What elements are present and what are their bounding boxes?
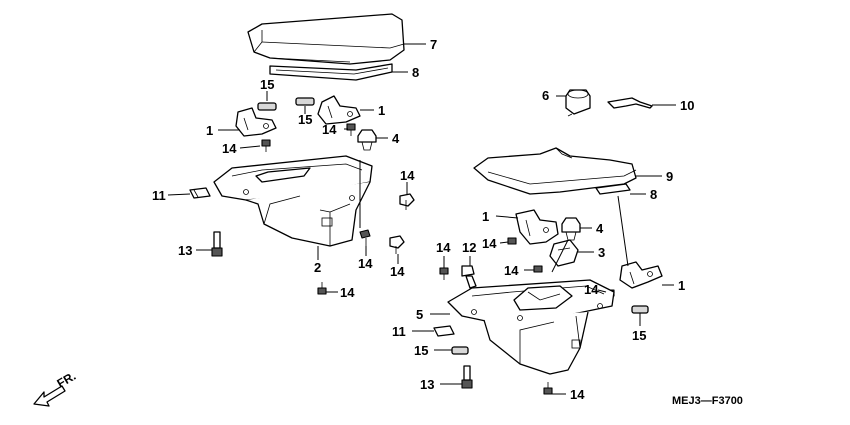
right-screw-14a	[507, 237, 517, 245]
left-leader-lines	[167, 43, 426, 293]
callout-right-15a: 15	[414, 343, 428, 358]
callout-left-14e: 14	[390, 264, 405, 279]
left-screw-14f	[317, 282, 327, 295]
callout-left-4: 4	[392, 131, 400, 146]
callout-right-10: 10	[680, 98, 694, 113]
callout-right-14b: 14	[436, 240, 451, 255]
callout-right-4: 4	[596, 221, 604, 236]
right-nut-part-11	[433, 325, 455, 337]
left-bracket-part-1b	[317, 95, 361, 125]
callout-right-14d: 14	[584, 282, 599, 297]
callout-right-1a: 1	[482, 209, 489, 224]
callout-right-14a: 14	[482, 236, 497, 251]
right-lock-part-6	[565, 89, 591, 117]
right-bolt-part-13	[461, 365, 473, 389]
right-bracket-part-1b	[619, 261, 663, 289]
callout-left-11: 11	[152, 188, 166, 203]
right-bracket-part-1a	[515, 209, 559, 245]
callout-left-8: 8	[412, 65, 419, 80]
left-box-part-2	[213, 155, 373, 247]
left-pin-part-15b	[295, 97, 315, 106]
right-lid-part-9	[473, 147, 637, 195]
right-screw-14c	[533, 265, 543, 273]
callout-left-14d: 14	[358, 256, 373, 271]
callout-right-13: 13	[420, 377, 434, 392]
right-lever-part-10	[607, 97, 653, 109]
left-seal-part-8	[269, 63, 393, 81]
left-pin-part-15a	[257, 102, 277, 111]
callout-left-15b: 15	[298, 112, 312, 127]
callout-left-13: 13	[178, 243, 192, 258]
callout-left-1b: 1	[378, 103, 385, 118]
right-seal-part-8	[595, 183, 631, 195]
left-screw-14a	[261, 139, 271, 152]
callout-right-9: 9	[666, 169, 673, 184]
callout-right-8: 8	[650, 187, 657, 202]
left-callout-labels: 7 8 15 15 1 1 14 14 4 14 11 13 2 14 14 1…	[152, 37, 437, 300]
callout-right-3: 3	[598, 245, 605, 260]
left-clip-part-4	[357, 129, 377, 151]
callout-left-14a: 14	[222, 141, 237, 156]
right-clip-part-4	[561, 217, 581, 241]
right-screw-14e	[543, 382, 553, 395]
callout-right-12: 12	[462, 240, 476, 255]
diagram-code: MEJ3—F3700	[672, 395, 743, 407]
callout-left-1a: 1	[206, 123, 213, 138]
left-screw-14d	[359, 229, 371, 246]
callout-left-7: 7	[430, 37, 437, 52]
left-bracket-part-1a	[235, 107, 277, 137]
callout-left-2: 2	[314, 260, 321, 275]
left-nut-part-11	[189, 187, 211, 199]
left-bolt-part-13	[211, 231, 223, 257]
front-direction-arrow: FR.	[33, 369, 79, 407]
direction-label: FR.	[55, 369, 79, 391]
callout-right-15b: 15	[632, 328, 646, 343]
callout-left-14b: 14	[322, 122, 337, 137]
callout-left-15a: 15	[260, 77, 274, 92]
callout-right-5: 5	[416, 307, 423, 322]
callout-left-14c: 14	[400, 168, 415, 183]
right-box-part-5	[447, 279, 615, 375]
callout-right-6: 6	[542, 88, 549, 103]
right-leader-lines	[412, 95, 676, 395]
right-bolt-part-12	[461, 265, 477, 289]
callout-right-14e: 14	[570, 387, 585, 402]
right-latch-part-3	[549, 239, 579, 267]
left-screw-14e	[389, 235, 405, 254]
left-screw-14c	[399, 193, 415, 210]
right-pin-part-15b	[631, 305, 649, 314]
callout-left-14f: 14	[340, 285, 355, 300]
left-lid-part-7	[247, 13, 405, 65]
right-pin-part-15a	[451, 346, 469, 355]
right-callout-labels: 6 10 9 8 1 14 4 3 14 12 14 14 1 5 11 15 …	[392, 88, 694, 402]
callout-right-14c: 14	[504, 263, 519, 278]
callout-right-1b: 1	[678, 278, 685, 293]
right-screw-14b	[439, 267, 449, 280]
left-screw-14b	[346, 123, 356, 136]
callout-right-11: 11	[392, 324, 406, 339]
